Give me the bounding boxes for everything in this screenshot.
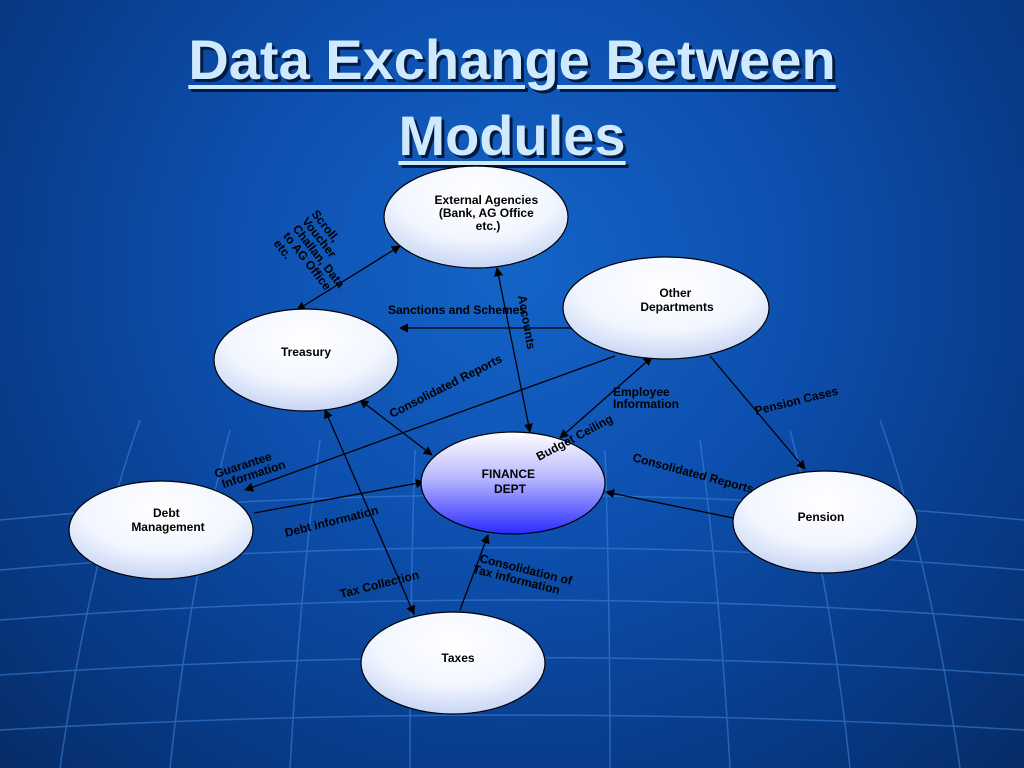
svg-text:Debt Management: Debt Management bbox=[131, 506, 204, 534]
node-taxes: Taxes bbox=[360, 611, 546, 715]
node-other-line-1: Other bbox=[659, 286, 691, 300]
svg-text:Other Departments: Other Departments bbox=[640, 286, 714, 314]
arrow-other-finance bbox=[559, 356, 653, 439]
edge-employee-line-2: Information bbox=[613, 397, 679, 411]
edge-label-consolidation-tax: Consolidation of Tax information bbox=[471, 550, 576, 600]
node-finance-line-1: FINANCE bbox=[482, 467, 535, 481]
node-pension: Pension bbox=[732, 470, 918, 574]
node-external-line-3: etc.) bbox=[476, 219, 501, 233]
node-taxes-label: Taxes bbox=[441, 651, 474, 665]
page-title: Data Exchange Between Modules bbox=[0, 22, 1024, 174]
node-external-line-2: (Bank, AG Office bbox=[439, 206, 534, 220]
node-finance-dept: FINANCE DEPT bbox=[420, 431, 606, 535]
edge-label-sanctions: Sanctions and Schemes bbox=[388, 303, 526, 317]
node-other-line-2: Departments bbox=[640, 300, 714, 314]
edge-label-employee-info: Employee Information bbox=[613, 385, 679, 411]
node-external-agencies: External Agencies (Bank, AG Office etc.) bbox=[383, 165, 569, 269]
edge-label-consolidated-reports-1: Consolidated Reports bbox=[387, 351, 505, 420]
edge-employee-line-1: Employee bbox=[613, 385, 670, 399]
title-line-2: Modules bbox=[398, 104, 626, 167]
edge-label-tax-collection: Tax Collection bbox=[338, 568, 420, 601]
node-debt-line-1: Debt bbox=[153, 506, 180, 520]
node-debt-management: Debt Management bbox=[68, 480, 254, 580]
svg-text:FINANCE DEPT: FINANCE DEPT bbox=[482, 467, 539, 496]
svg-text:External Agencies (Bank,: External Agencies (Bank, AG Office etc.) bbox=[435, 193, 542, 233]
edge-label-scroll: Scroll, Voucher Challan, Data to AG Offi… bbox=[271, 207, 369, 308]
arrow-external-treasury bbox=[296, 245, 401, 311]
edge-label-guarantee-info: Guarantee Information bbox=[213, 446, 288, 492]
edge-label-accounts: Accounts bbox=[515, 294, 538, 351]
svg-text:Taxes: Taxes bbox=[441, 651, 474, 665]
title-line-1: Data Exchange Between bbox=[188, 28, 836, 91]
arrow-external-finance bbox=[494, 267, 533, 433]
node-pension-label: Pension bbox=[798, 510, 845, 524]
node-finance-line-2: DEPT bbox=[494, 482, 527, 496]
svg-text:Treasury: Treasury bbox=[281, 345, 331, 359]
arrow-other-pension bbox=[709, 355, 806, 470]
node-external-line-1: External Agencies bbox=[435, 193, 539, 207]
node-treasury: Treasury bbox=[213, 308, 399, 412]
arrow-debt-finance bbox=[253, 478, 425, 514]
edge-label-consolidated-reports-2: Consolidated Reports bbox=[631, 450, 755, 496]
node-debt-line-2: Management bbox=[131, 520, 204, 534]
arrow-other-debt bbox=[244, 355, 616, 492]
edge-label-pension-cases: Pension Cases bbox=[753, 384, 840, 418]
node-other-departments: Other Departments bbox=[562, 256, 770, 360]
arrow-taxes-finance bbox=[459, 534, 490, 611]
node-treasury-label: Treasury bbox=[281, 345, 331, 359]
arrow-pension-finance bbox=[605, 489, 734, 519]
svg-text:Pension: Pension bbox=[798, 510, 845, 524]
arrow-treasury-taxes bbox=[324, 409, 415, 615]
edge-label-debt-info: Debt information bbox=[283, 503, 380, 540]
